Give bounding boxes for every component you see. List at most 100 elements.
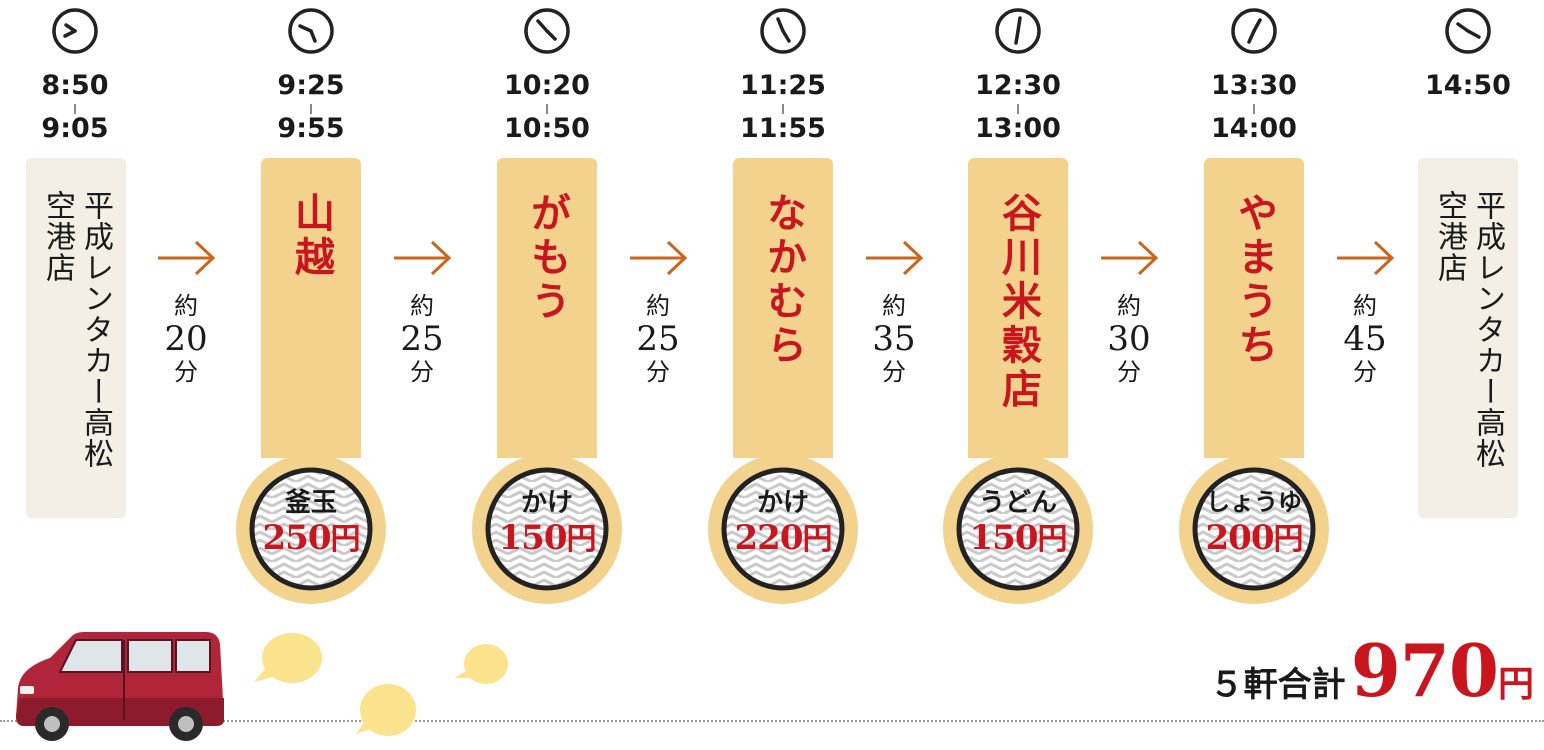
arrive-time: 8:50	[41, 70, 109, 101]
price-badge: しょうゆ 200円	[1179, 454, 1329, 604]
speech-bubble-icon	[454, 644, 508, 684]
clock-icon	[760, 8, 806, 54]
price-value: 250	[262, 518, 332, 558]
shop-name: やまうち	[1231, 192, 1278, 368]
udon-bowl-icon	[1192, 467, 1316, 591]
minutes-unit: 分	[410, 358, 434, 386]
depart-time: 9:55	[277, 113, 345, 144]
price-badge: 釜玉 250円	[236, 454, 386, 604]
arrow-right-icon	[394, 240, 452, 276]
arrive-time: 14:50	[1425, 70, 1511, 101]
yen-unit: 円	[802, 522, 832, 557]
clock-icon	[524, 8, 570, 54]
stop-column: 10:20 10:50 がもう かけ 150円	[472, 0, 622, 604]
road-line	[0, 720, 1544, 722]
total-yen: 円	[1497, 663, 1534, 705]
time-separator	[546, 104, 548, 114]
clock-icon	[1445, 8, 1491, 54]
time-separator	[1253, 104, 1255, 114]
price-badge: うどん 150円	[943, 454, 1093, 604]
end-column: 14:50 平成レンタカー高松空港店	[1393, 0, 1543, 600]
arrive-time: 10:20	[504, 70, 590, 101]
travel-time: 約 30 分	[1099, 292, 1159, 386]
travel-time: 約 25 分	[392, 292, 452, 386]
approx-label: 約	[410, 292, 434, 320]
minutes-unit: 分	[1353, 358, 1377, 386]
price-badge: かけ 220円	[708, 454, 858, 604]
shop-pillar: やまうち	[1204, 158, 1304, 458]
arrow-right-icon	[1101, 240, 1159, 276]
minutes-value: 45	[1343, 319, 1387, 359]
shop-name: 谷川米穀店	[995, 192, 1042, 412]
minutes-unit: 分	[174, 358, 198, 386]
end-office-box: 平成レンタカー高松空港店	[1418, 158, 1518, 518]
travel-time: 約 25 分	[628, 292, 688, 386]
total-label: ５軒合計	[1209, 665, 1346, 705]
approx-label: 約	[882, 292, 906, 320]
price-value: 150	[498, 518, 568, 558]
shop-pillar: 谷川米穀店	[968, 158, 1068, 458]
start-office-box: 平成レンタカー高松空港店	[26, 158, 126, 518]
minutes-unit: 分	[646, 358, 670, 386]
price-value: 200	[1205, 518, 1275, 558]
clock-icon	[995, 8, 1041, 54]
udon-bowl-icon	[249, 467, 373, 591]
speech-bubble-icon	[356, 684, 416, 736]
stop-column: 12:30 13:00 谷川米穀店 うどん 150円	[943, 0, 1093, 604]
arrive-time: 12:30	[975, 70, 1061, 101]
stop-column: 11:25 11:55 なかむら かけ 220円	[708, 0, 858, 604]
time-separator	[74, 104, 76, 114]
start-column: 8:50 9:05 平成レンタカー高松空港店	[0, 0, 150, 600]
menu-name: しょうゆ	[1206, 487, 1302, 516]
udon-bowl-icon	[956, 467, 1080, 591]
minutes-value: 25	[400, 319, 444, 359]
udon-bowl-icon	[721, 467, 845, 591]
price-value: 150	[969, 518, 1039, 558]
minutes-value: 35	[872, 319, 916, 359]
menu-name: かけ	[520, 488, 573, 518]
end-office-name: 平成レンタカー高松空港店	[1432, 190, 1505, 469]
depart-time: 13:00	[975, 113, 1061, 144]
depart-time: 11:55	[740, 113, 826, 144]
arrow-right-icon	[1337, 240, 1395, 276]
yen-unit: 円	[330, 522, 360, 557]
price-badge: かけ 150円	[472, 454, 622, 604]
arrive-time: 13:30	[1211, 70, 1297, 101]
shop-name: がもう	[524, 192, 571, 324]
start-office-name: 平成レンタカー高松空港店	[40, 190, 113, 469]
yen-unit: 円	[1273, 522, 1303, 557]
shop-pillar: なかむら	[733, 158, 833, 458]
shop-name: 山越	[288, 192, 335, 280]
stop-column: 9:25 9:55 山越 釜玉 250円	[236, 0, 386, 604]
travel-time: 約 35 分	[864, 292, 924, 386]
car-illustration	[16, 632, 224, 741]
travel-time: 約 20 分	[156, 292, 216, 386]
menu-price: 220円	[708, 514, 858, 558]
menu-name: かけ	[756, 488, 809, 518]
clock-icon	[1231, 8, 1277, 54]
approx-label: 約	[1353, 292, 1377, 320]
clock-icon	[288, 8, 334, 54]
time-separator	[310, 104, 312, 114]
price-value: 220	[734, 518, 804, 558]
minutes-unit: 分	[1117, 358, 1141, 386]
shop-name: なかむら	[760, 192, 807, 368]
arrow-right-icon	[866, 240, 924, 276]
udon-bowl-icon	[485, 467, 609, 591]
menu-price: 150円	[472, 514, 622, 558]
yen-unit: 円	[1037, 522, 1067, 557]
depart-time: 10:50	[504, 113, 590, 144]
minutes-value: 30	[1107, 319, 1151, 359]
menu-price: 250円	[236, 514, 386, 558]
menu-price: 200円	[1179, 514, 1329, 558]
approx-label: 約	[1117, 292, 1141, 320]
stop-column: 13:30 14:00 やまうち しょうゆ 200円	[1179, 0, 1329, 604]
approx-label: 約	[174, 292, 198, 320]
shop-pillar: がもう	[497, 158, 597, 458]
speech-bubble-icon	[254, 633, 322, 683]
depart-time: 9:05	[41, 113, 109, 144]
time-separator	[782, 104, 784, 114]
approx-label: 約	[646, 292, 670, 320]
travel-time: 約 45 分	[1335, 292, 1395, 386]
clock-icon	[52, 8, 98, 54]
